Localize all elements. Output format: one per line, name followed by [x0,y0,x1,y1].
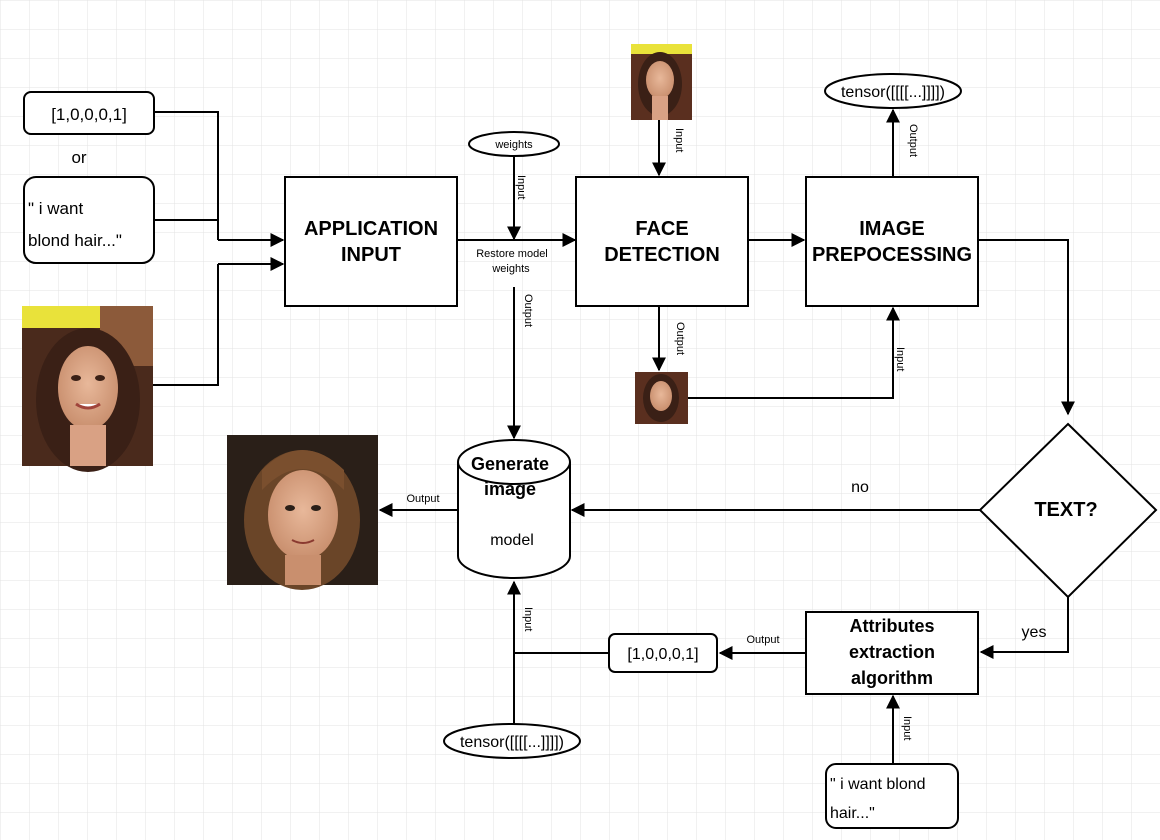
cropped-face-photo [635,372,688,424]
face-detection-label-2: DETECTION [604,244,720,266]
weights-node [468,131,560,157]
image-preprocessing-box [805,176,979,307]
generated-output-photo [227,435,378,590]
edge-label-output-model: Output [522,294,534,327]
face-detection-box [575,176,749,307]
application-input-box [284,176,458,307]
edge-label-input-weights: Input [515,175,527,199]
text-input-line2: blond hair..." [28,231,122,250]
edge-label-output-generated: Output [406,493,439,505]
vector-input-label: [1,0,0,0,1] [51,105,127,124]
text-bottom-box [825,763,959,829]
edge-label-input-face: Input [673,128,685,152]
text-input-box [23,176,155,264]
weights-label: weights [494,139,533,151]
edge-label-output-attributes: Output [746,634,779,646]
model-label: model [490,532,534,549]
text-bottom-line2: hair..." [830,805,875,822]
restore-label-2: weights [491,263,530,275]
tensor-top-node [824,73,962,109]
input-photo [22,306,153,472]
generate-image-model-node [457,439,571,579]
tensor-top-label: tensor([[[[...]]]]) [841,84,945,101]
edge-label-input-preproc: Input [894,347,906,371]
face-detection-label-1: FACE [635,218,688,240]
edge-label-output-preproc: Output [907,124,919,157]
application-input-label-1: APPLICATION [304,218,438,240]
edge-label-no: no [851,479,869,496]
edge-label-output-face: Output [674,322,686,355]
text-input-line1: " i want [28,199,83,218]
edge-label-yes: yes [1022,624,1047,641]
generate-image-label-1: Generate [471,454,549,474]
edge-label-input-attributes: Input [901,716,913,740]
face-detection-input-photo [631,44,692,120]
application-input-label-2: INPUT [341,244,401,266]
attributes-label-2: extraction [849,642,935,662]
generate-image-label-2: image [484,479,536,499]
or-label: or [71,148,86,167]
edge-label-input-model: Input [522,607,534,631]
image-preprocessing-label-2: PREPOCESSING [812,244,972,266]
attributes-label-1: Attributes [850,616,935,636]
attributes-label-3: algorithm [851,668,933,688]
text-bottom-line1: " i want blond [830,776,926,793]
tensor-bottom-node [443,723,581,759]
attributes-extraction-box [805,611,979,695]
vector-output-label: [1,0,0,0,1] [627,646,698,663]
restore-label-1: Restore model [476,248,548,260]
image-preprocessing-label-1: IMAGE [859,218,925,240]
text-decision-label: TEXT? [1034,499,1097,521]
tensor-bottom-label: tensor([[[[...]]]]) [460,734,564,751]
